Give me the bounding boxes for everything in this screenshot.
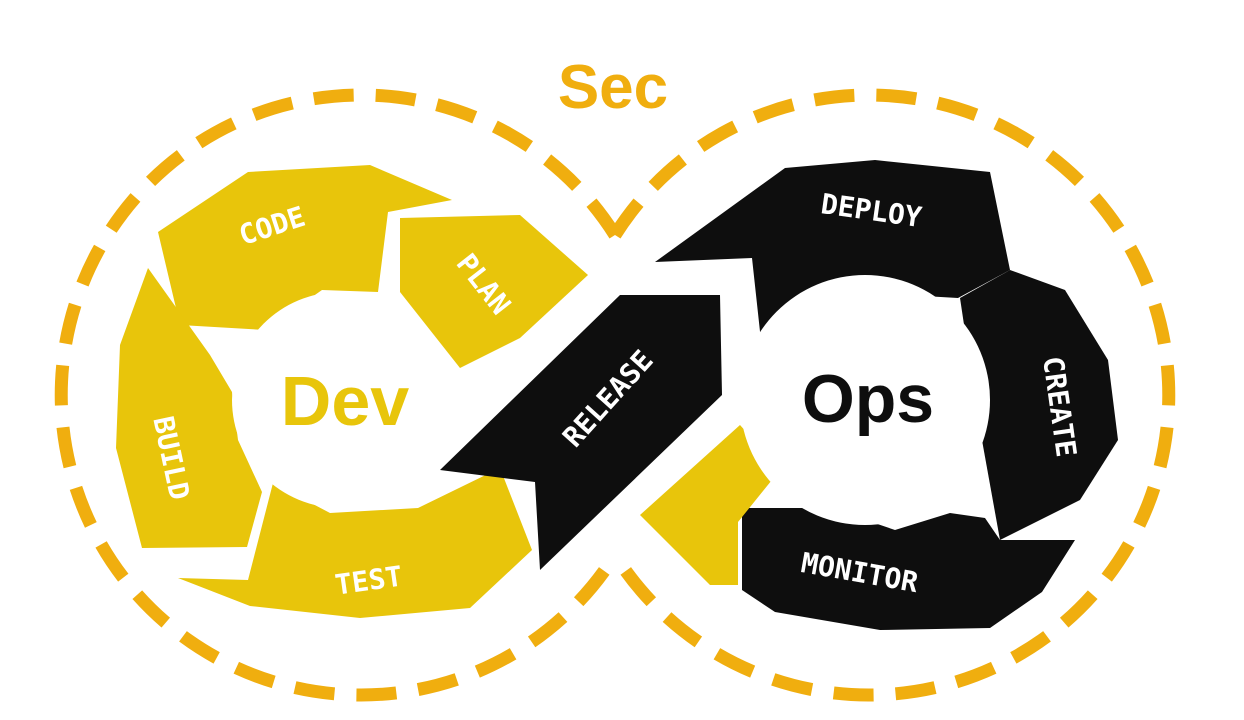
deploy-arrow-shape [655, 160, 1010, 350]
create-arrow-shape [960, 270, 1118, 540]
ops-hub-circle [740, 275, 990, 525]
monitor-arrow-shape [742, 508, 1075, 630]
dev-hub-circle [232, 292, 448, 508]
return-arrow-shape [640, 425, 780, 585]
dev-hub-label: Dev [281, 362, 409, 440]
ops-hub-label: Ops [802, 361, 934, 437]
test-arrow-shape [178, 468, 532, 618]
release-arrow-shape [440, 295, 722, 570]
plan-arrow-shape [400, 215, 588, 368]
dashed-outline-left [54, 88, 621, 702]
sec-title: Sec [558, 53, 668, 122]
build-arrow-shape [116, 268, 262, 548]
code-arrow-shape [158, 165, 452, 330]
security-dashed-outline [54, 88, 1176, 702]
ops-cycle [440, 160, 1118, 630]
dashed-outline-right [609, 88, 1176, 702]
dev-cycle [116, 165, 588, 618]
